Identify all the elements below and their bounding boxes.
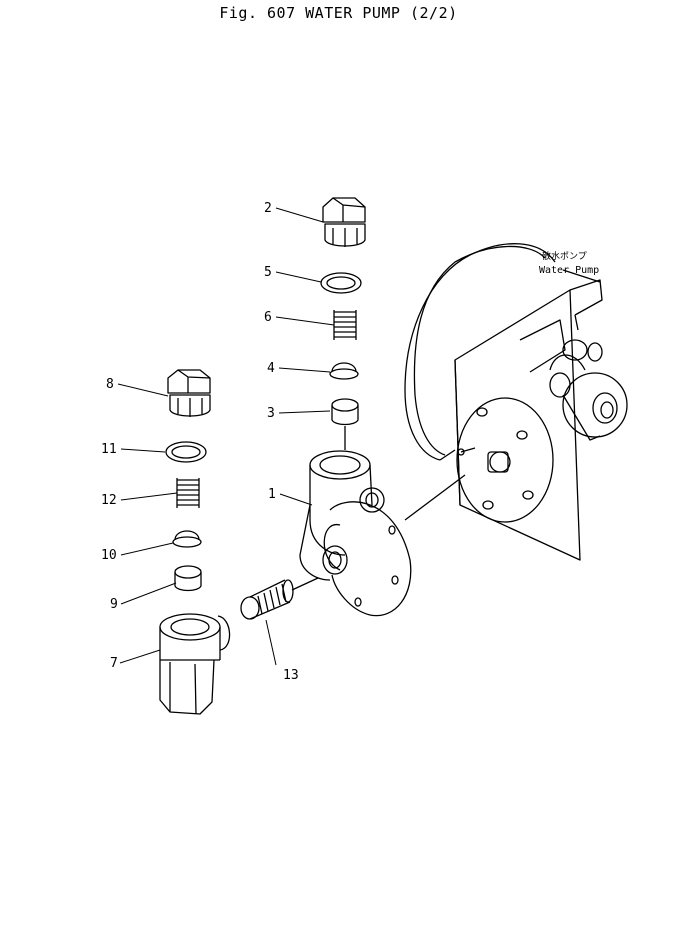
part-7-elbow (159, 613, 231, 715)
part-6-spring (333, 310, 357, 340)
part-number-labels: 2 5 6 4 3 1 8 11 12 10 9 7 13 (101, 201, 299, 683)
label-6: 6 (264, 310, 272, 325)
part-11-gasket (165, 441, 207, 463)
part-2-cap (322, 197, 366, 247)
figure-title: Fig. 607 WATER PUMP (2/2) (219, 4, 458, 22)
label-11: 11 (101, 442, 117, 457)
part-10-valve (172, 530, 202, 548)
label-2: 2 (264, 201, 272, 216)
label-3: 3 (267, 406, 275, 421)
part-1-valve-body (299, 450, 466, 617)
label-12: 12 (101, 493, 117, 508)
label-4: 4 (267, 361, 275, 376)
callout-english: Water Pump (539, 265, 599, 276)
part-13-nipple (240, 577, 319, 620)
label-1: 1 (268, 487, 276, 502)
water-pump-assembly (404, 243, 628, 561)
part-12-spring (176, 478, 200, 508)
water-pump-callout: 散水ポンプ Water Pump (539, 250, 599, 276)
part-4-valve (329, 362, 359, 380)
part-3-seat (331, 398, 359, 450)
label-8: 8 (106, 377, 114, 392)
label-9: 9 (110, 597, 118, 612)
part-5-gasket (320, 272, 362, 294)
callout-japanese: 散水ポンプ (542, 250, 587, 262)
label-13: 13 (283, 668, 299, 683)
part-8-cap (167, 369, 211, 417)
label-7: 7 (110, 656, 118, 671)
label-10: 10 (101, 548, 117, 563)
leader-lines (117, 207, 335, 666)
label-5: 5 (264, 265, 272, 280)
part-9-seat (174, 565, 202, 592)
